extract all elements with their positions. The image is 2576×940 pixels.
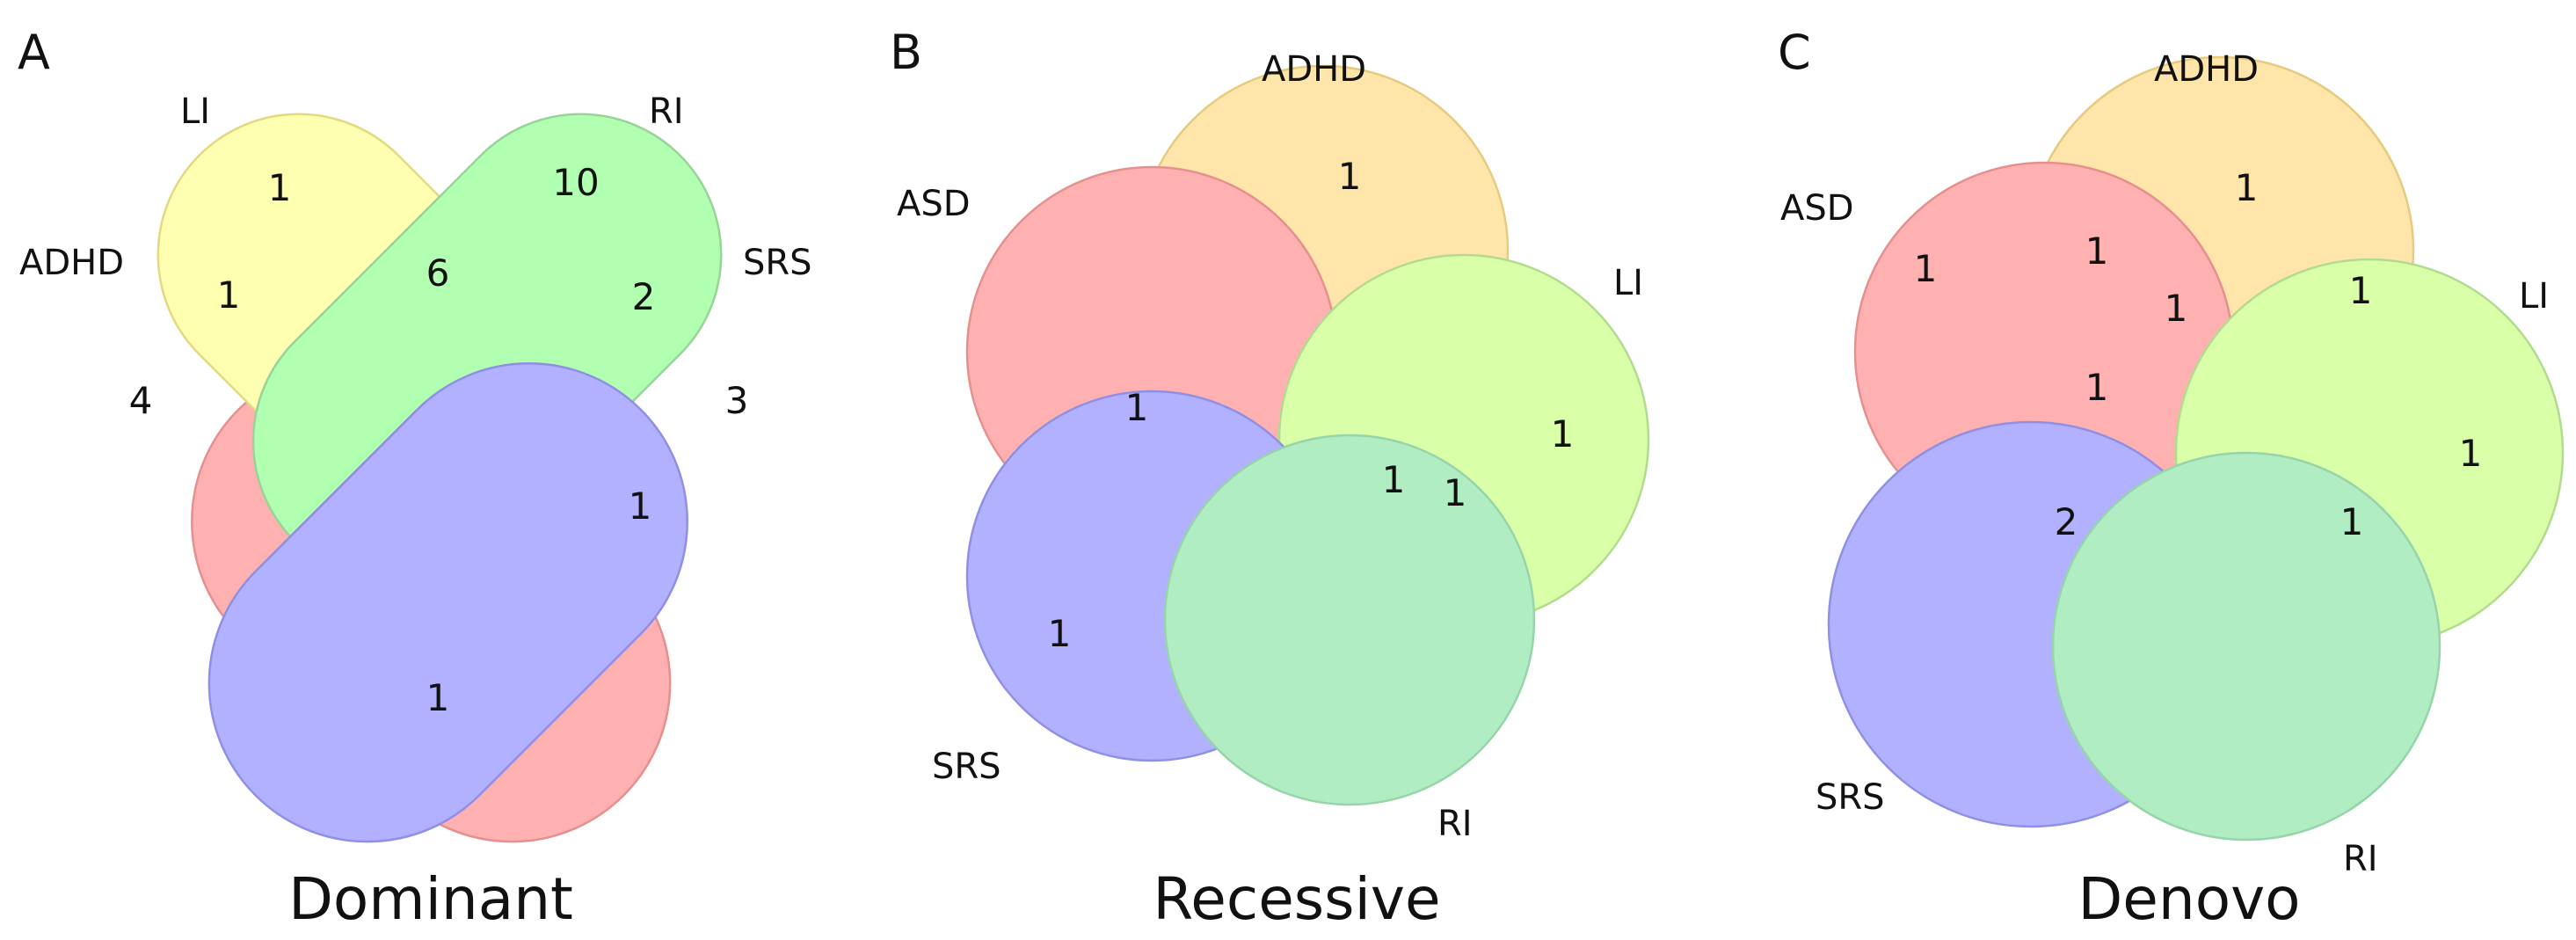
set-label-srs: SRS xyxy=(932,747,1001,787)
count-asd-only: 1 xyxy=(1914,247,1938,290)
count-asd-adhd: 1 xyxy=(2085,230,2109,273)
count-li-ri-multi: 1 xyxy=(1382,458,1406,501)
count-adhd-li: 1 xyxy=(217,273,241,317)
count-li-ri: 6 xyxy=(426,251,450,295)
count-li-only: 1 xyxy=(268,166,292,209)
set-label-li: LI xyxy=(2519,276,2549,317)
set-shape-srs xyxy=(207,362,688,843)
panel-a: A LI RI ADHD SRS 1 10 1 6 2 4 3 1 1 Domi… xyxy=(18,25,812,933)
panel-c: C ADHD ASD LI SRS RI 1 1 1 1 1 1 1 2 1 D… xyxy=(1778,25,2565,933)
count-asd-adhd-srs: 1 xyxy=(2165,287,2188,330)
count-li-only: 1 xyxy=(1551,412,1575,455)
venn-b-shapes xyxy=(965,64,1650,806)
count-srs-only: 3 xyxy=(725,379,749,422)
count-adhd-only: 4 xyxy=(129,379,153,422)
venn-c-shapes xyxy=(1827,55,2565,842)
panel-c-letter: C xyxy=(1778,25,1811,80)
count-adhd-only: 1 xyxy=(1338,155,1362,198)
count-srs-only: 1 xyxy=(1048,612,1072,655)
panel-b-caption: Recessive xyxy=(1153,865,1440,933)
count-asd-srs: 1 xyxy=(1125,386,1149,429)
count-ri-srs: 2 xyxy=(632,275,656,318)
count-li-only: 1 xyxy=(2459,432,2483,475)
venn-a-shapes xyxy=(156,113,723,843)
set-label-asd: ASD xyxy=(1780,188,1854,229)
set-label-srs: SRS xyxy=(1816,777,1885,818)
count-adhd-only: 1 xyxy=(2235,166,2259,209)
panel-a-letter: A xyxy=(18,25,50,80)
set-label-ri: RI xyxy=(2343,839,2378,879)
set-label-ri: RI xyxy=(649,91,684,132)
panel-a-caption: Dominant xyxy=(288,865,573,933)
set-label-asd: ASD xyxy=(897,184,971,224)
count-li-ri-asd: 1 xyxy=(2340,500,2364,543)
count-srs-multi: 2 xyxy=(2055,500,2078,543)
panel-c-caption: Denovo xyxy=(2078,865,2300,933)
set-label-li: LI xyxy=(180,91,210,132)
set-label-srs: SRS xyxy=(743,243,812,283)
panel-b: B ADHD ASD LI SRS RI 1 1 1 1 1 1 Recessi… xyxy=(890,25,1650,933)
set-label-adhd: ADHD xyxy=(2154,49,2259,90)
set-label-adhd: ADHD xyxy=(19,243,124,283)
count-ri-only: 10 xyxy=(552,161,599,204)
set-shape-ri xyxy=(1163,434,1536,806)
count-li-ri-adhd: 1 xyxy=(1444,471,1467,514)
set-label-ri: RI xyxy=(1437,804,1473,844)
set-label-li: LI xyxy=(1613,263,1643,303)
count-adhd-li: 1 xyxy=(2349,269,2373,312)
count-li-srs: 1 xyxy=(629,485,652,528)
set-label-adhd: ADHD xyxy=(1262,49,1366,90)
panel-b-letter: B xyxy=(890,25,922,80)
set-shape-ri xyxy=(2051,451,2441,842)
count-center-upper: 1 xyxy=(2085,366,2109,409)
count-adhd-srs: 1 xyxy=(426,676,450,719)
